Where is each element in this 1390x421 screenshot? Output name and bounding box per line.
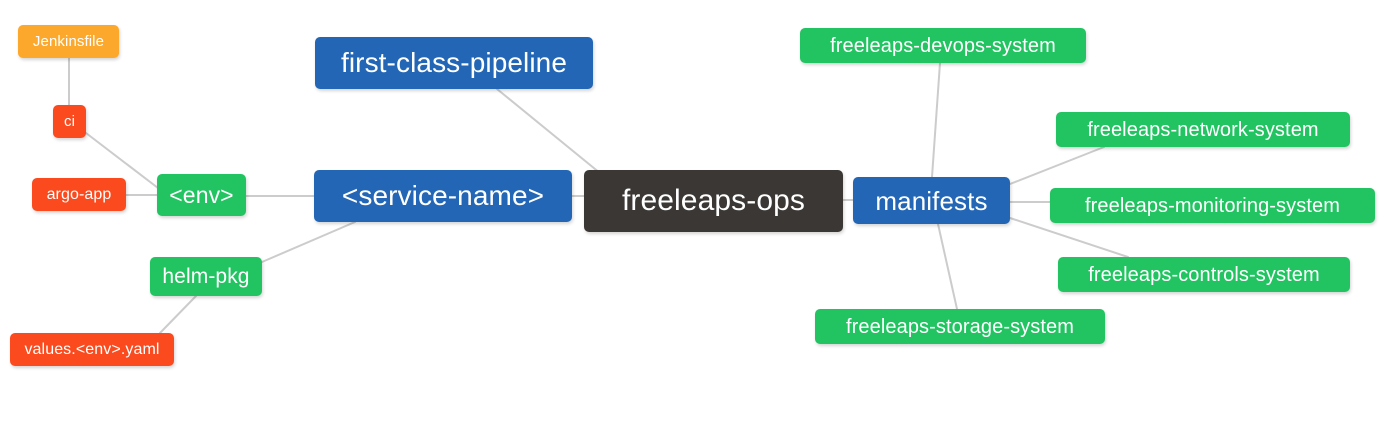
node-label: argo-app: [46, 185, 112, 203]
edge-helm-pkg-to-service-name: [261, 221, 356, 263]
node-freeleaps-devops-system[interactable]: freeleaps-devops-system: [800, 28, 1086, 63]
node-values-env-yaml[interactable]: values.<env>.yaml: [10, 333, 174, 366]
node-freeleaps-controls-system[interactable]: freeleaps-controls-system: [1058, 257, 1350, 292]
edge-freeleaps-devops-system-to-manifests: [931, 62, 941, 178]
edge-values-env-yaml-to-helm-pkg: [159, 295, 197, 334]
node-label: values.<env>.yaml: [24, 340, 160, 358]
edge-manifests-to-freeleaps-storage-system: [937, 223, 958, 310]
node-label: freeleaps-controls-system: [1088, 263, 1320, 286]
node-manifests[interactable]: manifests: [853, 177, 1010, 224]
node-freeleaps-monitoring-system[interactable]: freeleaps-monitoring-system: [1050, 188, 1375, 223]
node-jenkinsfile[interactable]: Jenkinsfile: [18, 25, 119, 58]
node-freeleaps-storage-system[interactable]: freeleaps-storage-system: [815, 309, 1105, 344]
edge-manifests-to-freeleaps-controls-system: [1009, 217, 1129, 258]
node-label: ci: [63, 113, 76, 130]
node-label: freeleaps-network-system: [1087, 118, 1319, 141]
node-label: manifests: [875, 185, 988, 216]
node-first-class-pipeline[interactable]: first-class-pipeline: [315, 37, 593, 89]
node-label: freeleaps-monitoring-system: [1084, 194, 1340, 217]
node-label: freeleaps-ops: [621, 184, 806, 217]
node-argo-app[interactable]: argo-app: [32, 178, 126, 211]
edge-manifests-to-freeleaps-network-system: [1009, 146, 1105, 185]
node-env[interactable]: <env>: [157, 174, 246, 216]
node-label: helm-pkg: [162, 265, 250, 288]
node-label: Jenkinsfile: [32, 33, 105, 50]
node-service-name[interactable]: <service-name>: [314, 170, 572, 222]
node-label: first-class-pipeline: [340, 47, 568, 78]
node-helm-pkg[interactable]: helm-pkg: [150, 257, 262, 296]
node-label: freeleaps-storage-system: [845, 315, 1075, 338]
node-ci[interactable]: ci: [53, 105, 86, 138]
node-label: <service-name>: [341, 180, 545, 211]
node-freeleaps-ops[interactable]: freeleaps-ops: [584, 170, 843, 232]
node-label: <env>: [169, 181, 234, 208]
node-freeleaps-network-system[interactable]: freeleaps-network-system: [1056, 112, 1350, 147]
node-label: freeleaps-devops-system: [830, 34, 1056, 57]
